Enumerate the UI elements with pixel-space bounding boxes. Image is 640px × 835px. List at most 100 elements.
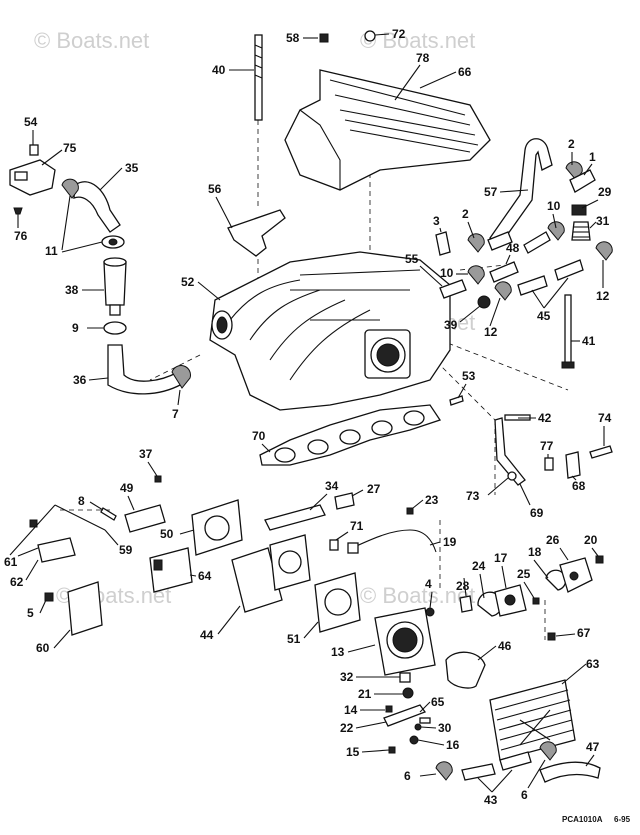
sensor-39 (477, 295, 491, 309)
callout-label: 72 (392, 27, 406, 41)
callout-label: 58 (286, 31, 300, 45)
callout-label: 9 (72, 321, 79, 335)
bolt-41 (564, 294, 572, 366)
callout-label: 8 (78, 494, 85, 508)
callout-label: 51 (287, 632, 301, 646)
callout-label: 44 (200, 628, 214, 642)
callout-label: 67 (577, 626, 591, 640)
bracket-27 (334, 492, 355, 510)
callout-label: 36 (73, 373, 87, 387)
plug-28 (459, 595, 473, 613)
screw-25 (532, 597, 540, 605)
callout-label: 6 (404, 769, 411, 783)
fitting-1 (569, 169, 596, 193)
fitting-55 (439, 279, 467, 299)
cap-77 (544, 457, 554, 471)
callout-label: 46 (498, 639, 512, 653)
figure-code: PCA1010A (562, 815, 603, 824)
callout-label: 47 (586, 740, 600, 754)
sensor-71 (329, 539, 339, 551)
motor-64 (149, 547, 193, 593)
clamp-9 (103, 321, 127, 335)
callout-label: 73 (466, 489, 480, 503)
callout-label: 78 (416, 51, 430, 65)
callout-label: 28 (456, 579, 470, 593)
callout-label: 5 (27, 606, 34, 620)
clamp-6b (539, 741, 557, 761)
callout-label: 17 (494, 551, 508, 565)
screw-4 (425, 607, 435, 617)
callout-label: 35 (125, 161, 139, 175)
callout-label: 11 (45, 244, 58, 258)
callout-label: 54 (24, 115, 38, 129)
callout-label: 23 (425, 493, 439, 507)
hose-45b (554, 259, 584, 281)
bracket-60 (67, 581, 103, 636)
callout-label: 3 (433, 214, 440, 228)
callout-label: 66 (458, 65, 472, 79)
engine-cover-66 (284, 69, 491, 191)
callout-label: 27 (367, 482, 381, 496)
screw-5 (44, 592, 54, 602)
callout-label: 38 (65, 283, 79, 297)
callout-label: 63 (586, 657, 600, 671)
clamp-12a (494, 281, 512, 301)
callout-label: 30 (438, 721, 452, 735)
clamp-11 (61, 178, 79, 199)
bracket-49 (124, 504, 166, 533)
callout-label: 48 (506, 241, 520, 255)
callout-label: 16 (446, 738, 460, 752)
callout-label: 49 (120, 481, 134, 495)
bracket-69 (494, 417, 526, 486)
screw-23 (406, 507, 414, 515)
callout-label: 42 (538, 411, 552, 425)
bracket-47 (539, 761, 601, 783)
watermark: © Boats.net (34, 28, 149, 53)
clip-30 (414, 723, 422, 731)
nut-37 (154, 475, 162, 483)
screw-14 (385, 705, 393, 713)
callout-label: 31 (596, 214, 610, 228)
clamp-2a (467, 233, 485, 253)
callout-label: 65 (431, 695, 445, 709)
hose-35 (73, 181, 121, 233)
callout-label: 6 (521, 788, 528, 802)
callout-label: 2 (568, 137, 575, 151)
bracket-56 (227, 209, 286, 257)
plate-34 (264, 504, 326, 531)
callout-label: 12 (484, 325, 498, 339)
washer-72 (364, 30, 376, 42)
callout-label: 71 (350, 519, 364, 533)
callout-label: 39 (444, 318, 458, 332)
callout-label: 45 (537, 309, 551, 323)
callout-label: 61 (4, 555, 18, 569)
watermark: © Boats.net (360, 583, 475, 608)
screw-67 (547, 632, 556, 641)
plug-29 (571, 204, 587, 216)
callout-label: 10 (547, 199, 561, 213)
clamp-6a (435, 761, 453, 781)
oil-cooler-63 (489, 679, 576, 761)
pin-65 (419, 717, 431, 724)
callout-label: 14 (344, 703, 358, 717)
filter-38 (103, 261, 127, 306)
callout-label: 56 (208, 182, 222, 196)
footer: PCA1010A 6-95 (562, 815, 631, 824)
screw-20 (595, 555, 604, 564)
harness-19 (351, 529, 437, 553)
module-59 (37, 537, 76, 563)
callout-label: 74 (598, 411, 612, 425)
callout-label: 57 (484, 185, 498, 199)
callout-label: 68 (572, 479, 586, 493)
leader-lines (17, 33, 605, 793)
callout-label: 77 (540, 439, 554, 453)
figure-date: 6-95 (614, 815, 631, 824)
callout-label: 60 (36, 641, 50, 655)
callout-label: 62 (10, 575, 24, 589)
callout-labels: 58 72 40 78 66 54 75 35 56 1 2 29 57 31 … (4, 27, 612, 807)
nut-16 (409, 735, 419, 745)
callout-label: 41 (582, 334, 596, 348)
fitting-3 (435, 231, 451, 256)
callout-label: 53 (462, 369, 476, 383)
cap-54 (29, 144, 39, 156)
